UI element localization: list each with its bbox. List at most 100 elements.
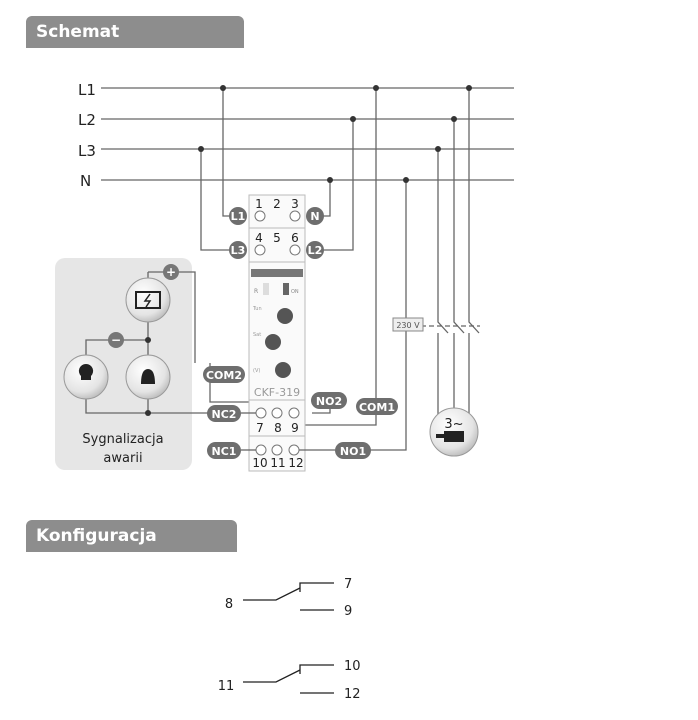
pill-n-text: N [310,210,319,223]
wire-nc2 [85,398,240,414]
minus-badge [108,332,124,348]
knob-tun[interactable] [277,308,293,324]
terminal-number: 5 [273,231,281,245]
terminal-number: 4 [255,231,263,245]
terminal-number: 1 [255,197,263,211]
led-r [263,283,269,295]
junction-dot [373,85,379,91]
screw-terminal-9 [288,407,300,419]
pill-l1 [229,207,247,225]
contacts-section-title: Konfiguracja styków [26,520,237,578]
contact-no-12: 12 [344,687,361,702]
wire-motor-l3-top [437,149,449,334]
screw-terminal-7 [255,407,267,419]
screw-terminal-3 [289,210,301,222]
motor-glyph [444,431,464,442]
knob-sat[interactable] [265,334,281,350]
knob-voltage[interactable] [275,362,291,378]
wire-l3 [200,149,240,251]
plus-badge [163,264,179,280]
relay-device: 1 2 3 4 5 6 7 8 9 10 11 12 R ON Tun [248,194,306,472]
screw-terminal-12 [288,444,300,456]
battery-glyph [135,291,161,309]
motor-label: 3~ [444,417,463,432]
screw-terminal-1 [254,210,266,222]
screw-terminal-10 [255,444,267,456]
terminal-number: 7 [256,421,264,435]
terminal-number: 10 [252,456,267,470]
contact-nc-10: 10 [344,659,361,674]
contact-nc-line-7 [299,582,334,592]
junction-dot [198,146,204,152]
pill-l3-text: L3 [231,244,246,257]
pill-l2-text: L2 [308,244,323,257]
minus-sign: − [111,333,121,347]
terminal-labels: L1 N L3 L2 COM2 NO2 COM1 NC2 NC1 NO1 [203,207,398,459]
contact-common-11: 11 [218,679,235,694]
pill-com1 [356,398,398,415]
wire-no1 [370,180,407,451]
knob-label: Tun [252,306,262,312]
junction-dot [145,337,151,343]
pill-no2 [311,392,347,409]
knob-label: Sat [253,332,261,338]
terminal-number: 11 [270,456,285,470]
contact-common-8: 8 [225,597,233,612]
battery-icon [125,277,171,323]
switch-arm-1 [243,587,301,601]
device-logo-bar [251,269,303,277]
contact-no-9: 9 [344,604,352,619]
alarm-title-line1: Sygnalizacja [82,432,163,447]
pill-l1-text: L1 [231,210,246,223]
junction-dots [145,85,472,416]
alarm-devices: + − Sygnalizacja awarii [63,264,179,466]
pill-nc2 [207,405,241,422]
terminal-number: 3 [291,197,299,211]
alarm-title-line2: awarii [103,451,142,466]
bus-label-l2: L2 [78,111,96,129]
led-label-on: ON [291,289,299,295]
terminal-number: 6 [291,231,299,245]
terminal-number: 2 [273,197,281,211]
junction-dot [466,85,472,91]
terminal-number: 9 [291,421,299,435]
junction-dot [403,177,409,183]
bell-glyph [141,369,155,384]
device-body [248,194,306,472]
wire-l1 [222,88,240,217]
junction-dot [350,116,356,122]
led-on [283,283,289,295]
pill-no1-text: NO1 [340,445,366,458]
screw-terminal-8 [271,407,283,419]
pill-com1-text: COM1 [359,401,395,414]
knob-label: (V) [253,368,260,374]
led-label-r: R [254,288,258,295]
pill-no1 [335,442,371,459]
pill-nc1 [207,442,241,459]
screw-terminal-11 [271,444,283,456]
device-model: CKF-319 [254,386,300,399]
terminal-number: 12 [288,456,303,470]
pill-n [306,207,324,225]
junction-dot [451,116,457,122]
lamp-glyph [78,363,94,380]
bus-label-n: N [80,172,91,190]
plus-sign: + [166,265,176,279]
contactor-coil-box [392,317,424,332]
switch-arm-2 [243,669,301,683]
junction-dot [327,177,333,183]
pill-l3 [229,241,247,259]
pill-nc2-text: NC2 [212,408,237,421]
screw-terminal-4 [254,244,266,256]
pill-l2 [306,241,324,259]
bus-lines: L1 L2 L3 N [78,81,514,190]
wire-l2 [312,119,354,251]
contactor-voltage: 230 V [396,321,420,330]
junction-dot [435,146,441,152]
pill-com2 [203,366,245,383]
motor-shaft [436,434,444,438]
pill-nc1-text: NC1 [212,445,237,458]
terminal-number: 8 [274,421,282,435]
wiring-section-title: Schemat podłączenia [26,16,244,74]
